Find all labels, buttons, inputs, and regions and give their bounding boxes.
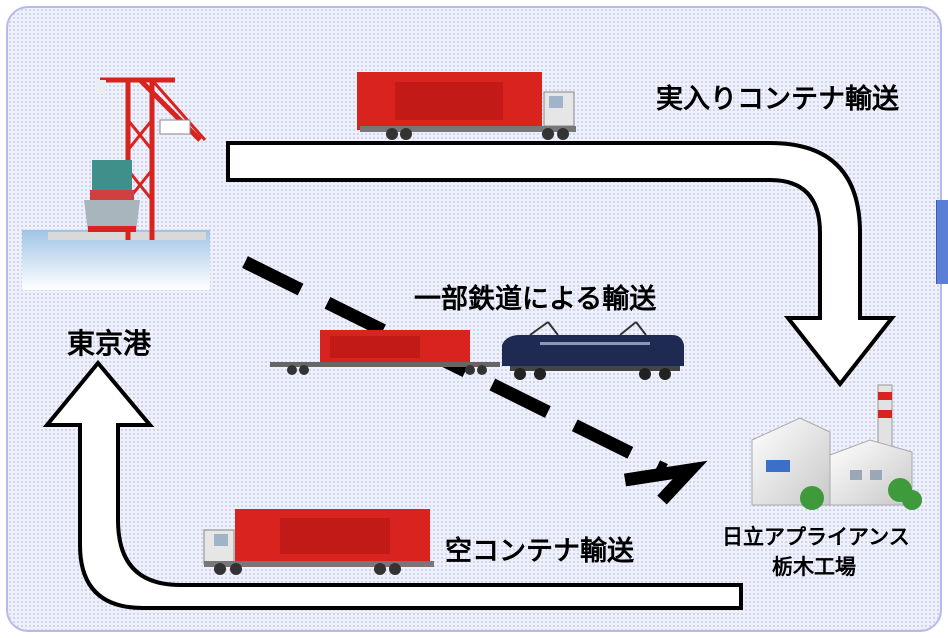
freight-train-icon [270, 321, 684, 380]
tokyo-port-label: 東京港 [67, 327, 152, 360]
side-tab [936, 200, 948, 284]
factory-icon [751, 384, 922, 510]
full-container-transport-label: 実入りコンテナ輸送 [656, 84, 899, 115]
rail-transport-label: 一部鉄道による輸送 [414, 284, 657, 315]
factory-name-label: 日立アプライアンス [722, 525, 910, 549]
full-transport-arrow [226, 141, 897, 388]
empty-transport-arrow [42, 359, 743, 610]
factory-site-label: 栃木工場 [772, 555, 856, 579]
full-container-truck-icon [357, 72, 576, 140]
empty-container-transport-label: 空コンテナ輸送 [445, 536, 634, 567]
empty-container-truck-icon [203, 509, 434, 575]
port-icon [22, 77, 210, 290]
